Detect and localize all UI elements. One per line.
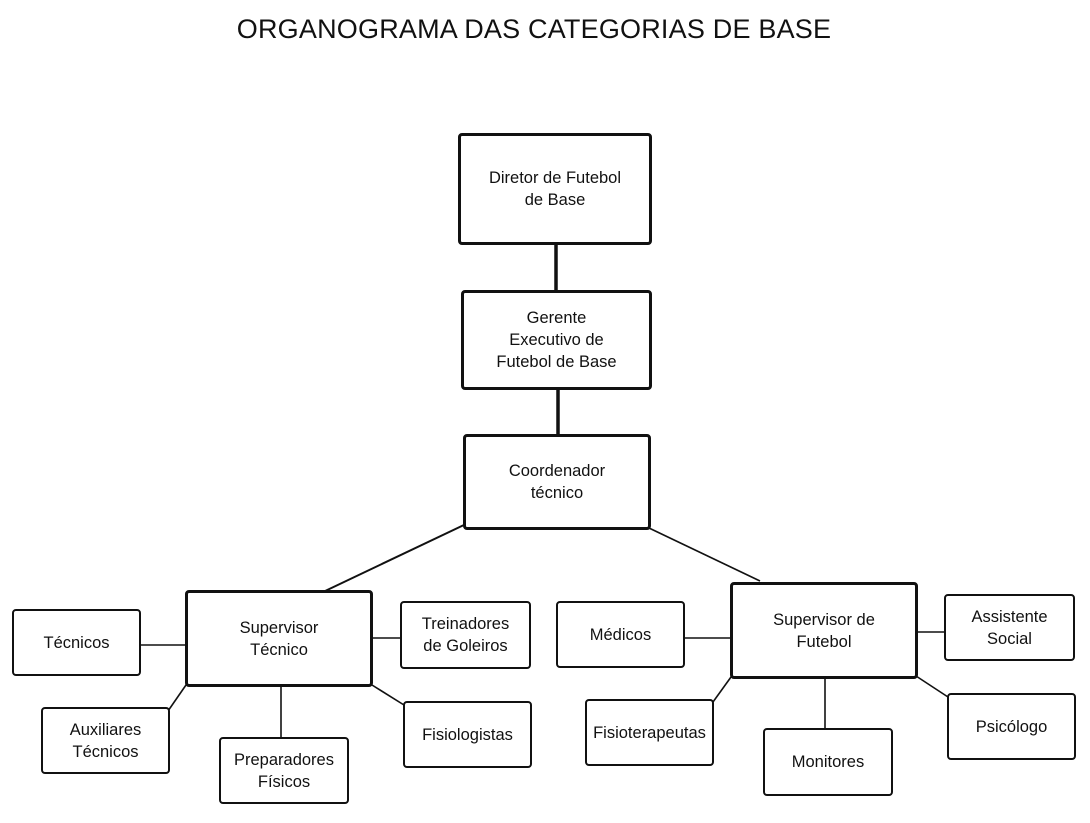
connector-st-auxiliares xyxy=(167,684,187,712)
node-diretor: Diretor de Futebol de Base xyxy=(458,133,652,245)
node-preparadores-fisicos: Preparadores Físicos xyxy=(219,737,349,804)
node-auxiliares-tecnicos: Auxiliares Técnicos xyxy=(41,707,170,774)
connector-sf-fisioterapeutas xyxy=(712,676,732,703)
node-assistente-social: Assistente Social xyxy=(944,594,1075,661)
node-gerente: Gerente Executivo de Futebol de Base xyxy=(461,290,652,390)
node-medicos: Médicos xyxy=(556,601,685,668)
node-coordenador: Coordenador técnico xyxy=(463,434,651,530)
node-supervisor-futebol: Supervisor de Futebol xyxy=(730,582,918,679)
connector-sf-psicologo xyxy=(915,675,949,698)
connector-st-fisiologistas xyxy=(371,684,405,706)
node-monitores: Monitores xyxy=(763,728,893,796)
node-fisiologistas: Fisiologistas xyxy=(403,701,532,768)
chart-title: ORGANOGRAMA DAS CATEGORIAS DE BASE xyxy=(236,14,832,44)
connector-coordenador-supervisor-futebol xyxy=(648,527,761,582)
node-tecnicos: Técnicos xyxy=(12,609,141,676)
node-psicologo: Psicólogo xyxy=(947,693,1076,760)
node-fisioterapeutas: Fisioterapeutas xyxy=(585,699,714,766)
node-treinadores-goleiros: Treinadores de Goleiros xyxy=(400,601,531,669)
connector-coordenador-supervisor-tecnico xyxy=(322,523,467,593)
node-supervisor-tecnico: Supervisor Técnico xyxy=(185,590,373,687)
